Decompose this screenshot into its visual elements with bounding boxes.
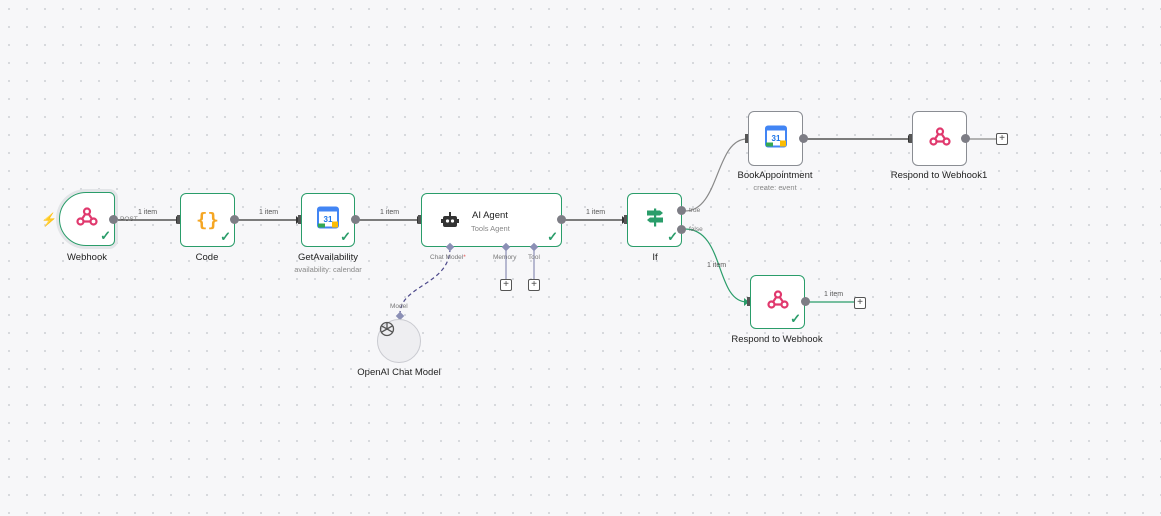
svg-text:31: 31 [324,215,333,224]
success-check-icon: ✓ [790,311,801,326]
webhook-icon [76,207,98,232]
success-check-icon: ✓ [220,229,231,244]
webhook-method-label: POST [120,216,138,223]
false-output-port[interactable] [677,225,686,234]
bookappointment-label: BookAppointment [737,170,813,181]
false-branch-label: false [689,226,703,233]
openai-label: OpenAI Chat Model [357,367,441,378]
node-webhook[interactable]: ✓ [59,192,115,246]
webhook-label: Webhook [67,252,107,263]
output-port[interactable] [351,215,360,224]
add-memory-button[interactable]: + [500,279,512,291]
output-port[interactable] [801,297,810,306]
edge-item-count: 1 item [824,291,844,298]
chat-model-port-label: Chat Model [430,254,466,261]
node-openai-chat-model[interactable] [377,319,421,363]
add-node-button[interactable]: + [854,297,866,309]
bookappointment-subtitle: create: event [753,183,797,192]
input-port[interactable] [418,215,421,224]
google-calendar-icon: 31 [764,125,787,152]
add-node-button[interactable]: + [996,133,1008,145]
node-respond-to-webhook1[interactable] [912,111,967,166]
node-if[interactable]: ✓ [627,193,682,247]
getavailability-subtitle: availability: calendar [294,265,362,274]
tool-port-label: Tool [528,254,540,261]
success-check-icon: ✓ [340,229,351,244]
signpost-icon [644,207,666,234]
code-label: Code [195,252,219,263]
success-check-icon: ✓ [100,228,111,243]
getavailability-label: GetAvailability [297,252,359,263]
true-output-port[interactable] [677,206,686,215]
model-port-label: Model [390,303,408,310]
openai-icon [378,321,396,342]
node-getavailability[interactable]: 31 ✓ [301,193,355,247]
webhook-icon [928,126,951,151]
node-code[interactable]: {} ✓ [180,193,235,247]
success-check-icon: ✓ [667,229,678,244]
input-port[interactable] [745,134,748,143]
add-tool-button[interactable]: + [528,279,540,291]
agent-subtitle: Tools Agent [471,224,510,233]
node-ai-agent[interactable]: AI Agent Tools Agent ✓ [421,193,562,247]
robot-icon [440,210,460,235]
trigger-bolt-icon: ⚡ [41,212,58,227]
true-branch-label: true [689,207,701,214]
input-port[interactable] [298,215,301,224]
input-port[interactable] [747,297,750,306]
webhook-icon [766,290,789,315]
edge-item-count: 1 item [586,209,606,216]
respond-label: Respond to Webhook [731,334,823,345]
input-port[interactable] [177,215,180,224]
agent-label: AI Agent [472,210,508,221]
respond1-label: Respond to Webhook1 [890,170,988,181]
output-port[interactable] [109,215,118,224]
node-respond-to-webhook[interactable]: ✓ [750,275,805,329]
edge-item-count: 1 item [380,209,400,216]
success-check-icon: ✓ [547,229,558,244]
input-port[interactable] [624,215,627,224]
if-label: If [652,252,658,263]
edge-item-count: 1 item [259,209,279,216]
svg-text:31: 31 [771,134,780,143]
output-port[interactable] [961,134,970,143]
code-braces-icon: {} [196,209,219,231]
node-bookappointment[interactable]: 31 [748,111,803,166]
input-port[interactable] [909,134,912,143]
edge-item-count: 1 item [707,262,727,269]
output-port[interactable] [230,215,239,224]
output-port[interactable] [557,215,566,224]
output-port[interactable] [799,134,808,143]
memory-port-label: Memory [493,254,517,261]
edge-item-count: 1 item [138,209,158,216]
google-calendar-icon: 31 [317,206,339,234]
